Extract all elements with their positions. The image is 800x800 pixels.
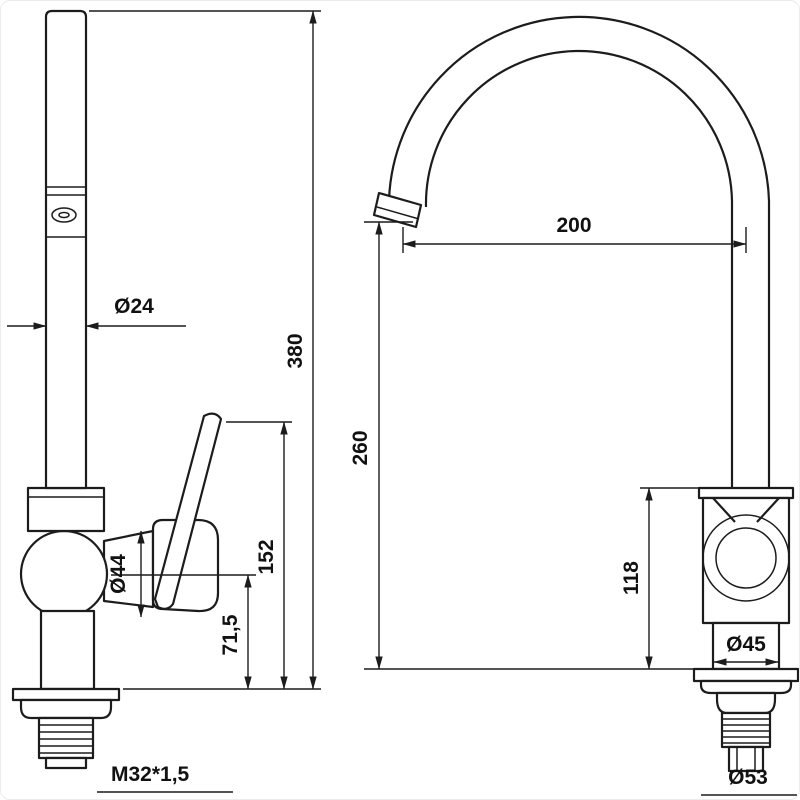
front-view-dimensions: 200 260 118 Ø45 Ø53 bbox=[349, 214, 797, 796]
dim-label-handle-height: 152 bbox=[255, 539, 278, 574]
dim-label-body-top-height: 118 bbox=[620, 561, 643, 595]
body-ring-outer bbox=[702, 514, 790, 602]
spout-pipe bbox=[44, 9, 88, 490]
body-ring-inner bbox=[715, 527, 777, 589]
aerator-face bbox=[51, 207, 77, 223]
aerator-seam-line bbox=[376, 206, 420, 220]
side-view bbox=[11, 9, 223, 770]
base-stem bbox=[39, 609, 96, 691]
front-view bbox=[372, 15, 799, 773]
dim-label-mounting-thread: M32*1,5 bbox=[111, 763, 190, 786]
side-view-dimensions: Ø24 380 152 71,5 Ø44 M32*1,5 bbox=[7, 10, 321, 793]
bottom-spigot bbox=[727, 745, 765, 773]
flange-plate bbox=[699, 679, 793, 695]
dim-label-total-height: 380 bbox=[284, 333, 307, 368]
locknut-front bbox=[715, 691, 777, 715]
dim-label-body-diameter: Ø44 bbox=[107, 554, 130, 594]
gooseneck-inner bbox=[424, 49, 734, 488]
mounting-thread bbox=[37, 716, 95, 760]
dim-label-spout-reach: 200 bbox=[556, 214, 591, 237]
thread-tail bbox=[44, 756, 88, 770]
gooseneck-outer bbox=[387, 15, 771, 488]
spout-aerator bbox=[372, 191, 423, 229]
mounting-flange bbox=[11, 687, 121, 702]
dim-label-base-diameter: Ø53 bbox=[728, 766, 768, 789]
dim-label-spout-outlet-height: 260 bbox=[349, 430, 372, 465]
thread-crests-front bbox=[722, 718, 770, 744]
locknut bbox=[19, 698, 113, 720]
dim-label-body-center-height: 71,5 bbox=[219, 614, 242, 655]
body-collar bbox=[26, 486, 106, 533]
spigot-facets bbox=[736, 747, 756, 771]
body-collar-front bbox=[697, 486, 795, 500]
base-flange-front bbox=[692, 667, 799, 683]
body-barrel bbox=[19, 529, 109, 619]
thread-front bbox=[720, 711, 772, 749]
handle-lever bbox=[153, 412, 223, 611]
dim-label-front-body-diameter: Ø45 bbox=[726, 633, 766, 656]
aerator-face-inner bbox=[58, 211, 70, 219]
dim-label-pipe-diameter: Ø24 bbox=[114, 295, 154, 318]
thread-crests bbox=[39, 724, 93, 754]
